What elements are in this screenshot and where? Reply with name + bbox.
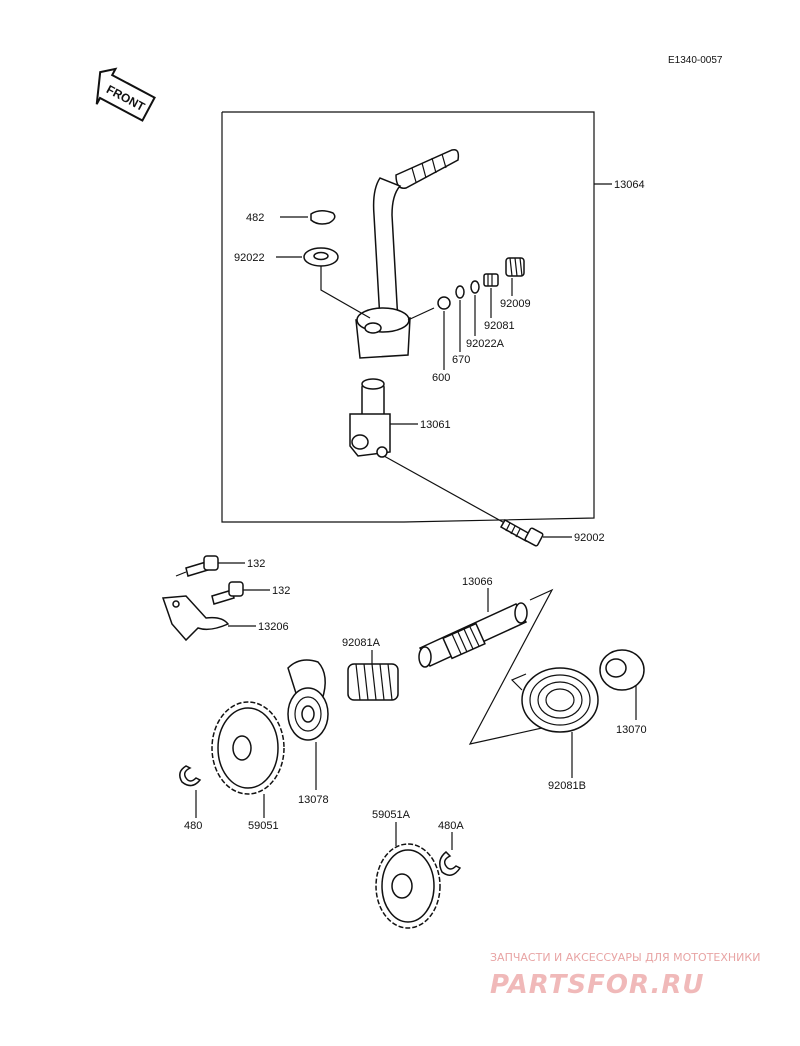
label-13206: 13206 (258, 621, 289, 633)
label-92081A: 92081A (342, 637, 381, 649)
ring-670 (455, 285, 465, 299)
kick-shaft-boss-13061 (349, 378, 391, 458)
label-670: 670 (452, 354, 470, 366)
label-13078: 13078 (298, 794, 329, 806)
gear-59051A (375, 843, 441, 929)
watermark-subtitle: ЗАПЧАСТИ И АКСЕССУАРЫ ДЛЯ МОТОТЕХНИКИ (490, 951, 760, 964)
washer-92022 (303, 247, 339, 267)
guide-plate-13206 (161, 595, 230, 642)
group-lines-13066 (468, 588, 579, 745)
label-92081B: 92081B (548, 780, 586, 792)
front-arrow-icon: FRONT (95, 67, 156, 122)
label-92009: 92009 (500, 298, 531, 310)
ratchet-gear-13078 (287, 659, 329, 741)
label-13070: 13070 (616, 724, 647, 736)
bolt-132-lower (211, 581, 244, 605)
spring-92081 (483, 273, 499, 287)
label-13061: 13061 (420, 419, 451, 431)
label-132-upper: 132 (247, 558, 265, 570)
washer-92022A (470, 280, 480, 294)
label-132-lower: 132 (272, 585, 290, 597)
kick-pedal-arm (355, 148, 460, 359)
torsion-spring-92081B (510, 667, 599, 733)
label-13064: 13064 (614, 179, 645, 191)
circlip-480 (179, 765, 202, 787)
label-480: 480 (184, 820, 202, 832)
spring-92081A (347, 663, 399, 701)
bolt-132-upper (185, 555, 219, 577)
label-59051A: 59051A (372, 809, 411, 821)
label-600: 600 (432, 372, 450, 384)
gear-59051 (211, 701, 285, 795)
label-92022: 92022 (234, 252, 265, 264)
circlip-480A (439, 850, 462, 876)
bolt-92002 (499, 518, 544, 547)
label-480A: 480A (438, 820, 464, 832)
label-13066: 13066 (462, 576, 493, 588)
ball-600 (437, 296, 451, 310)
kick-shaft-13066 (418, 602, 528, 668)
label-92081: 92081 (484, 320, 515, 332)
label-59051: 59051 (248, 820, 279, 832)
label-92022A: 92022A (466, 338, 505, 350)
diagram-code: E1340-0057 (668, 55, 723, 66)
circlip-482 (310, 210, 336, 225)
label-482: 482 (246, 212, 264, 224)
watermark-logo: PARTSFOR.RU (490, 970, 704, 1000)
label-92002: 92002 (574, 532, 605, 544)
screw-92009 (505, 257, 525, 277)
spring-guide-13070 (599, 649, 645, 691)
